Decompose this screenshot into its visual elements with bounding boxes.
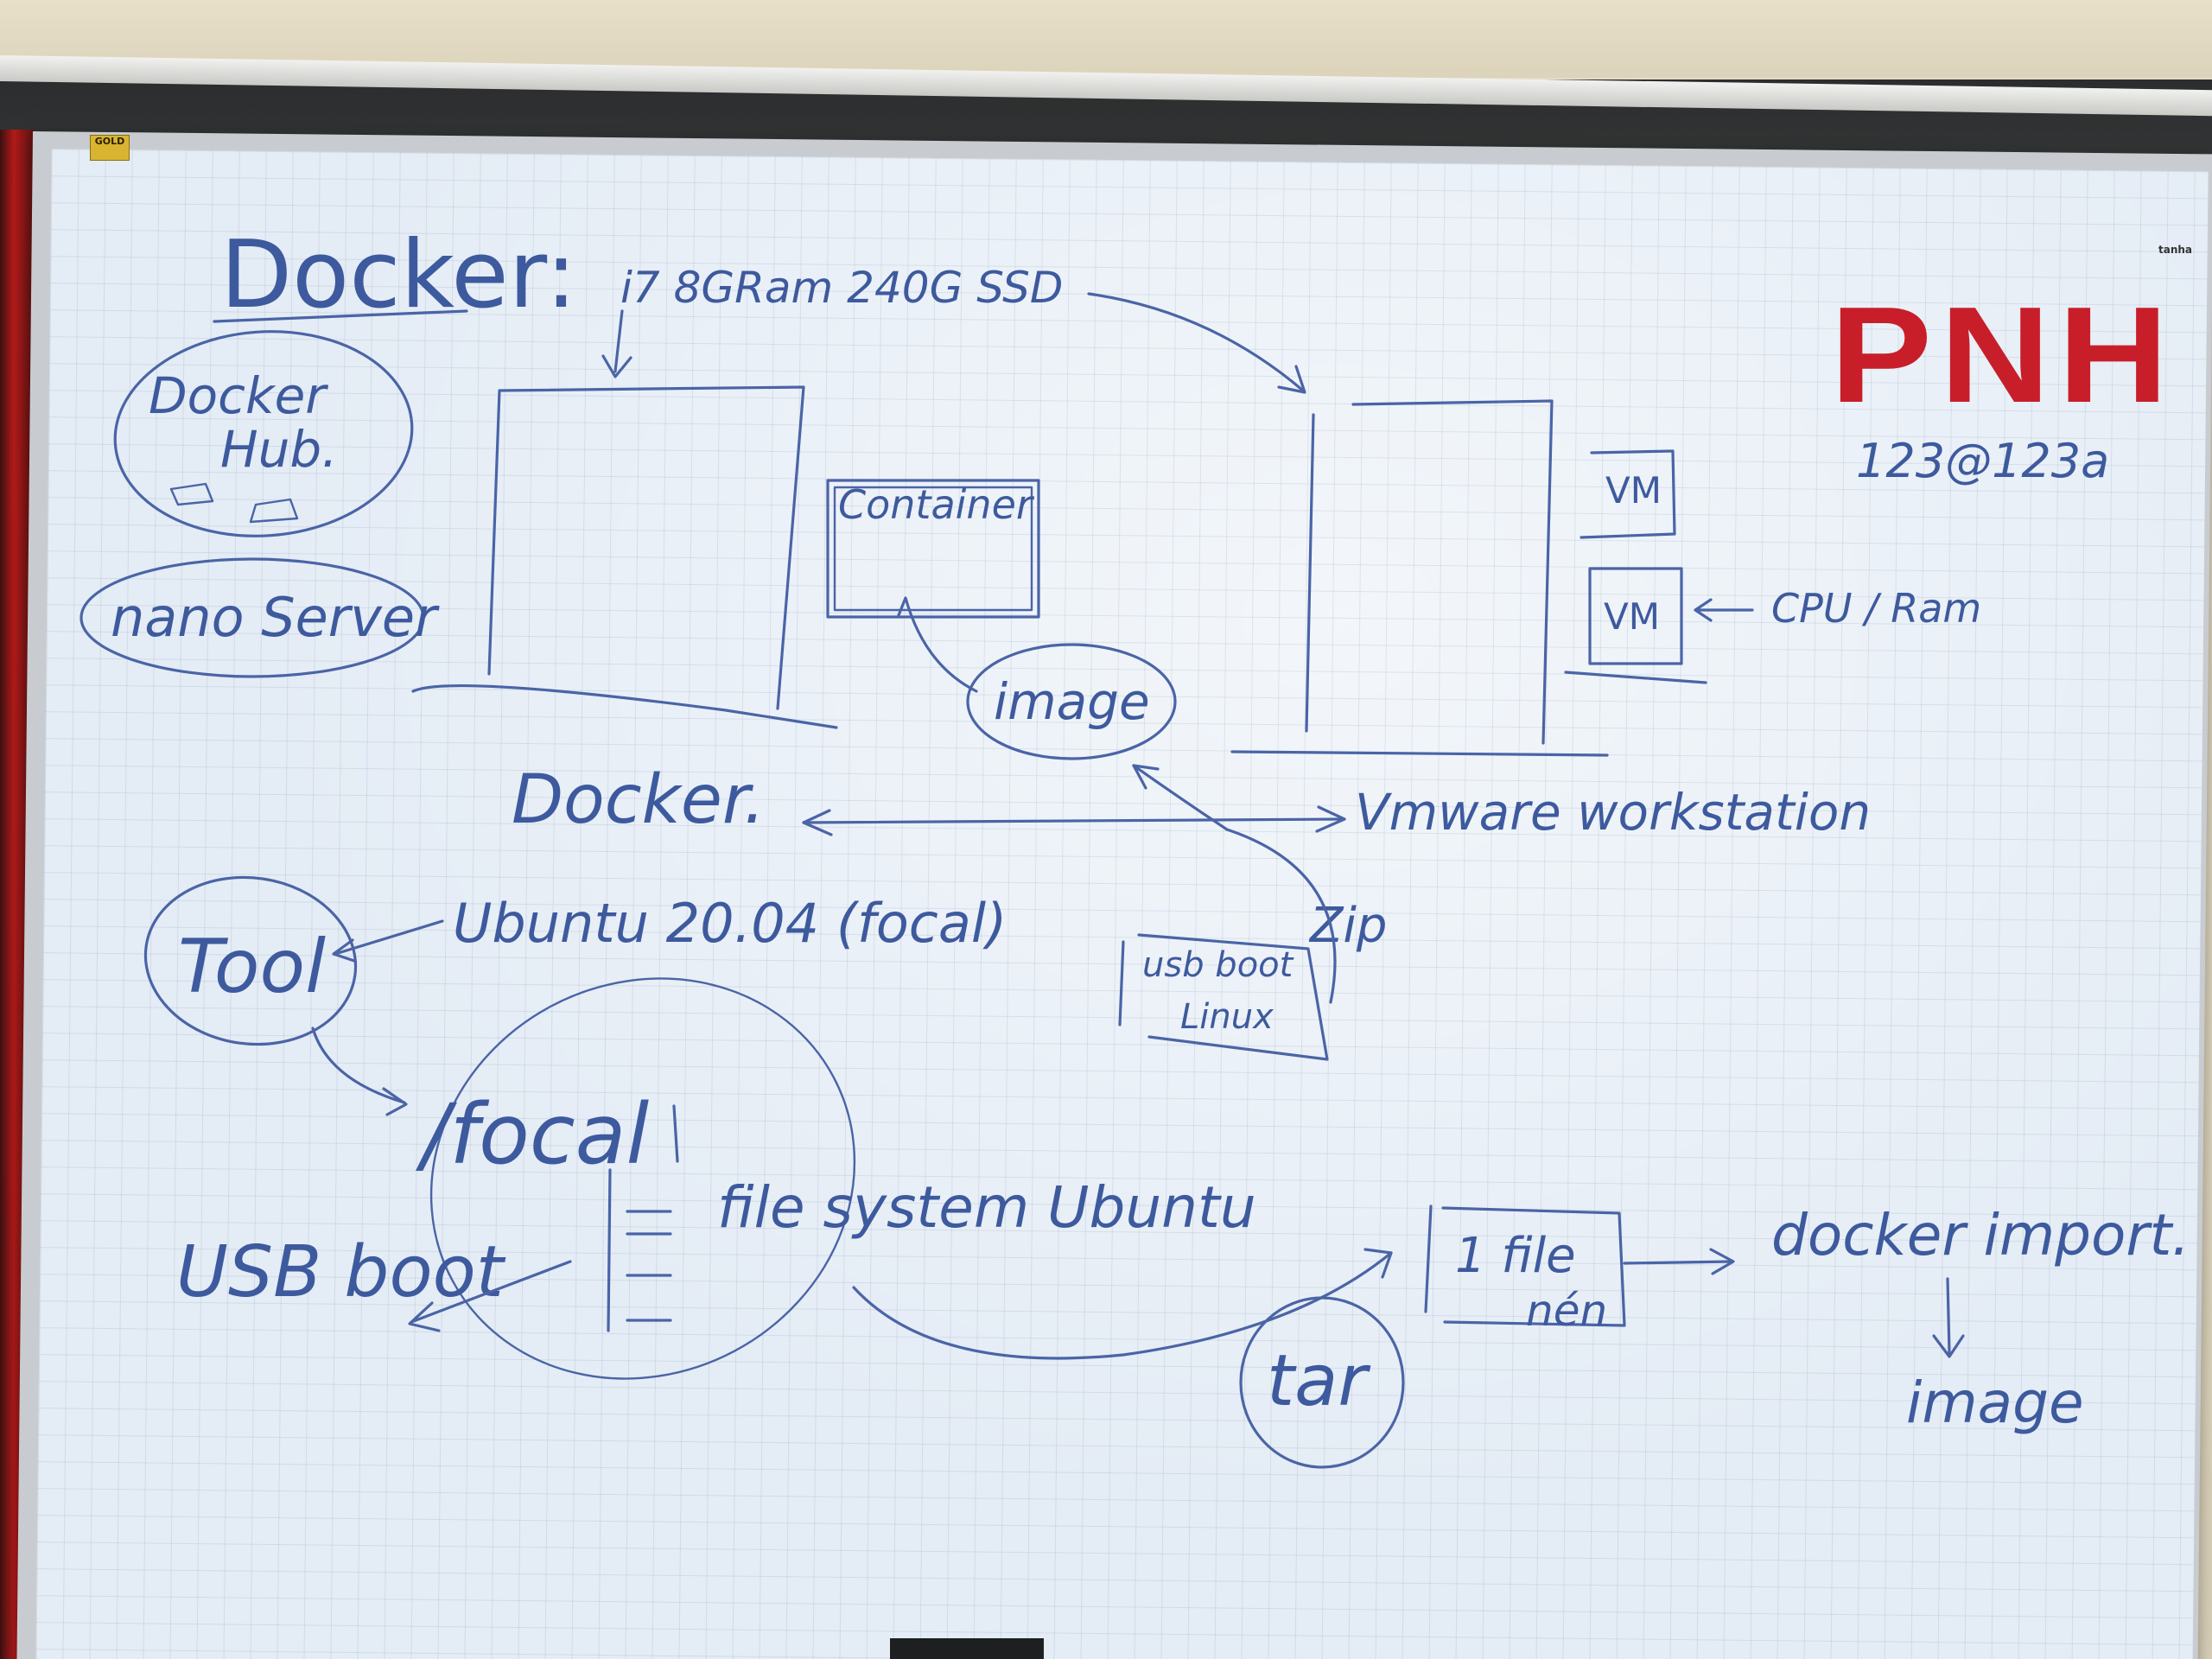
spec-arrow-down <box>613 309 624 373</box>
tar-arrowhead <box>1363 1248 1393 1279</box>
title-underline <box>213 309 468 323</box>
vm1-text: VM <box>1605 469 1662 512</box>
docker-hub-line2: Hub. <box>220 420 338 479</box>
double-arrowheads <box>802 805 1346 836</box>
usb-boot-arrow <box>408 1260 572 1332</box>
docker-title: Docker: <box>220 221 577 329</box>
tar-text: tar <box>1267 1340 1370 1422</box>
usb-box-line1: usb boot <box>1142 945 1294 985</box>
spec-arrowhead-right <box>1277 365 1306 394</box>
board-brand-tag: tanha <box>2158 244 2193 256</box>
hub-scribbles <box>169 482 299 524</box>
import-down-arrow <box>1932 1277 1965 1358</box>
projector-object <box>890 1638 1044 1659</box>
cpu-ram-text: CPU / Ram <box>1771 585 1981 632</box>
vmware-text: Vmware workstation <box>1355 783 1871 842</box>
docker-host-box <box>411 385 838 729</box>
tool-to-focal-arrow <box>311 1027 408 1116</box>
docker-hub-bubble <box>113 330 414 537</box>
usb-linux-box <box>1118 933 1329 1061</box>
spec-arrow-right <box>1087 292 1305 392</box>
image-text-top: image <box>994 672 1150 731</box>
usb-boot-text: USB boot <box>176 1231 506 1313</box>
docker-hub-line1: Docker <box>149 366 328 425</box>
zip-curve <box>1132 764 1337 1004</box>
focal-bubble <box>429 977 856 1380</box>
vm2-text: VM <box>1604 595 1660 638</box>
file-tree-lines <box>607 1104 679 1332</box>
spec-arrowhead <box>601 354 632 378</box>
docker-label: Docker. <box>512 761 766 839</box>
focal-dir-text: /focal <box>415 1086 649 1183</box>
one-file-line2: nén <box>1526 1286 1607 1336</box>
nano-server-bubble <box>79 557 425 678</box>
vm-box-1 <box>1580 449 1676 539</box>
ubuntu-arrow <box>332 919 444 963</box>
hardware-spec: i7 8GRam 240G SSD <box>620 263 1063 313</box>
double-arrow <box>802 817 1346 824</box>
gold-sticker: GOLD <box>90 135 130 161</box>
filesystem-text: file system Ubuntu <box>717 1174 1256 1241</box>
nano-server-text: nano Server <box>111 586 440 649</box>
image-bubble-top <box>966 643 1177 760</box>
vm2-base <box>1564 671 1707 684</box>
password-text: 123@123a <box>1856 434 2109 488</box>
usb-box-line2: Linux <box>1180 997 1274 1037</box>
vm-box-2 <box>1588 567 1683 665</box>
docker-import-text: docker import. <box>1771 1202 2190 1268</box>
pnh-logo: PNH <box>1830 279 2177 431</box>
container-box <box>826 479 1040 619</box>
tool-bubble <box>143 875 358 1046</box>
image-text-bottom: image <box>1906 1370 2084 1436</box>
zip-text: Zip <box>1308 898 1387 954</box>
cpu-arrow <box>1694 598 1754 622</box>
one-file-box <box>1424 1205 1626 1327</box>
tool-text: Tool <box>178 924 326 1010</box>
import-arrow <box>1623 1248 1735 1275</box>
one-file-line1: 1 file <box>1455 1228 1576 1284</box>
container-box-inner <box>833 486 1033 612</box>
tar-bubble <box>1239 1296 1405 1469</box>
zip-arrowhead <box>1132 764 1160 790</box>
vmware-host-box <box>1230 399 1609 757</box>
container-image-link <box>897 596 978 693</box>
ubuntu-text: Ubuntu 20.04 (focal) <box>453 892 1007 955</box>
container-text: Container <box>838 481 1035 528</box>
